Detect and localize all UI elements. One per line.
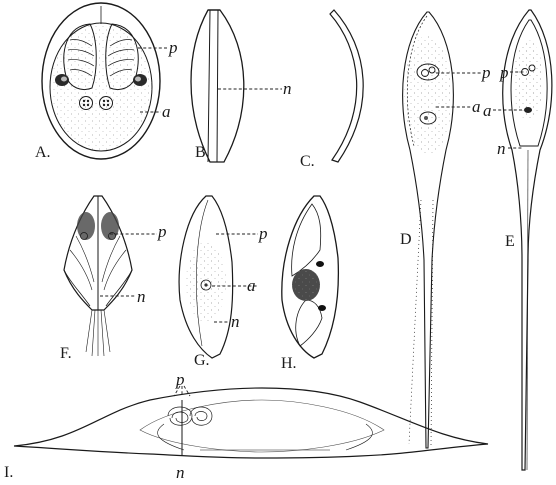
fig-a-label-p: p	[168, 38, 178, 57]
fig-e-label-n: n	[497, 139, 506, 158]
fig-f-label-p: p	[157, 222, 167, 241]
fig-e-label-p: p	[499, 63, 509, 82]
fig-g-label-p: p	[258, 224, 268, 243]
fig-d-letter: D	[400, 231, 412, 248]
fig-h-letter: H.	[281, 355, 297, 372]
fig-f-label-n: n	[137, 287, 146, 306]
figure-d-cell-with-spines	[403, 12, 454, 448]
fig-i-label-n: n	[176, 463, 185, 482]
figure-f-cell-fan-shaped	[64, 196, 132, 356]
fig-g-letter: G.	[194, 352, 210, 369]
fig-d-label-p: p	[481, 63, 491, 82]
fig-i-label-p: p	[175, 370, 185, 389]
fig-c-letter: C.	[300, 153, 315, 170]
fig-a-label-a: a	[162, 102, 171, 121]
fig-e-letter: E	[505, 233, 515, 250]
figure-h-cell-with-plastids	[282, 196, 339, 358]
fig-g-label-n: n	[231, 312, 240, 331]
figure-b-valve-side-view	[191, 10, 244, 162]
fig-f-letter: F.	[60, 345, 72, 362]
fig-a-letter: A.	[35, 144, 51, 161]
fig-e-label-a: a	[483, 101, 492, 120]
figure-i-cell-girdle-view	[14, 388, 488, 458]
fig-d-label-a: a	[472, 97, 481, 116]
fig-b-label-n: n	[283, 79, 292, 98]
figure-c-girdle-curved-view	[330, 10, 363, 162]
fig-b-letter: B.	[195, 144, 210, 161]
fig-i-letter: I.	[4, 464, 13, 481]
figure-a-cell-front-view	[42, 3, 160, 159]
fig-g-label-a: a	[247, 276, 256, 295]
figure-g-cell-valve-view	[179, 196, 233, 358]
